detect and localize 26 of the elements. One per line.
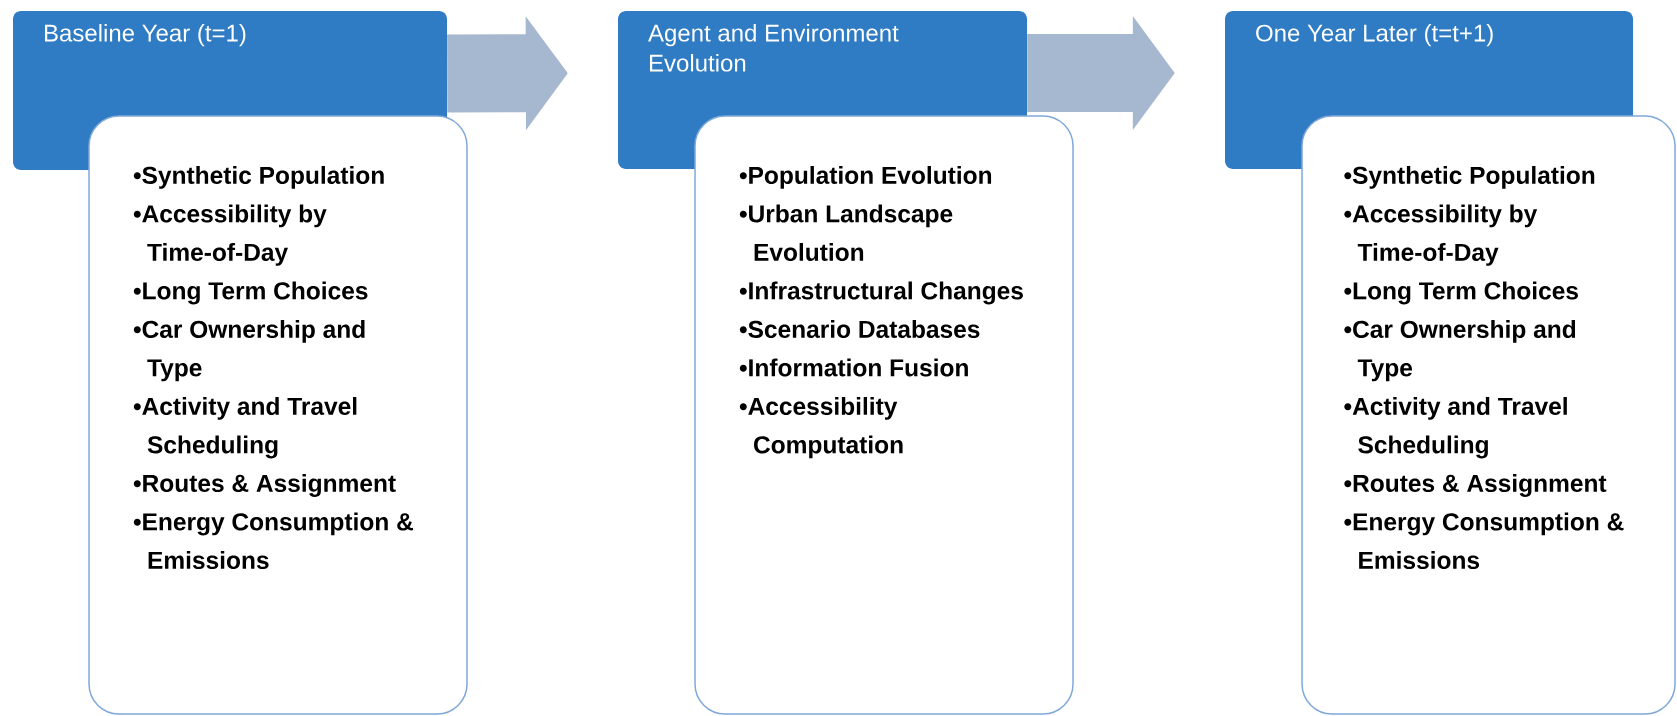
list-item: •Activity and Travel Scheduling <box>133 397 357 459</box>
heading: Agent and Environment Evolution <box>648 24 899 72</box>
list-item: •Long Term Choices <box>133 281 368 305</box>
list-item: •Urban Landscape Evolution <box>739 204 953 261</box>
list-item: •Infrastructural Changes <box>739 281 1023 305</box>
list-item: •Accessibility Computation <box>739 397 903 459</box>
list-item: •Energy Consumption & Emissions <box>133 512 414 569</box>
list-box <box>1301 115 1676 715</box>
list-item: •Car Ownership and Type <box>1344 320 1576 382</box>
list-item: •Energy Consumption & Emissions <box>1344 512 1624 569</box>
list-item: •Information Fusion <box>739 358 968 377</box>
list-item: •Car Ownership and Type <box>133 320 365 382</box>
list-item: •Routes & Assignment <box>1344 474 1607 497</box>
list-item: •Scenario Databases <box>739 320 980 338</box>
list-item: •Synthetic Population <box>133 166 384 189</box>
heading: Baseline Year (t=1) <box>45 24 246 47</box>
list-item: •Activity and Travel Scheduling <box>1344 397 1567 459</box>
list-item: •Accessibility by Time-of-Day <box>133 204 327 266</box>
list-box <box>694 115 1074 715</box>
list-item: •Population Evolution <box>739 166 992 189</box>
list-item: •Long Term Choices <box>1344 281 1578 305</box>
list-box <box>88 115 468 715</box>
heading: One Year Later (t=t+1) <box>1256 24 1493 47</box>
list-item: •Routes & Assignment <box>133 474 396 497</box>
list-item: •Synthetic Population <box>1344 166 1595 189</box>
list-item: •Accessibility by Time-of-Day <box>1344 204 1538 266</box>
